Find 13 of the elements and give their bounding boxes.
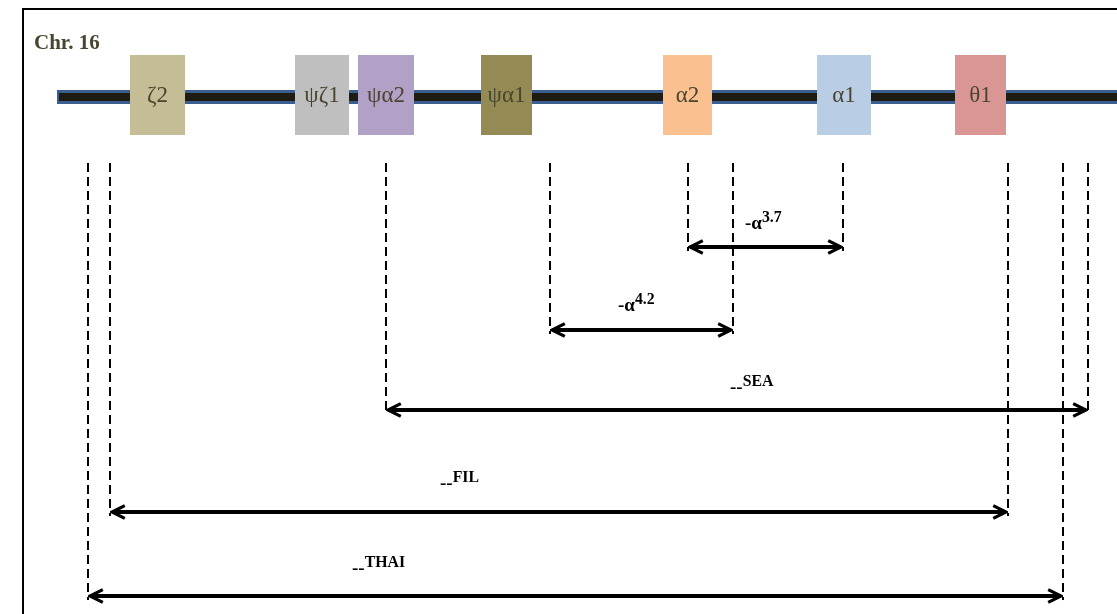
gene-box: ψα2	[358, 55, 414, 135]
gene-box: ψα1	[481, 55, 532, 135]
chromosome-label: Chr. 16	[34, 30, 100, 55]
deletion-label: --$^{SEA}$	[730, 372, 774, 399]
gene-box: α2	[663, 55, 712, 135]
deletion-label: -α$^{3.7}$	[745, 208, 782, 235]
deletion-label: -α$^{4.2}$	[618, 290, 655, 317]
gene-box: ζ2	[130, 55, 185, 135]
gene-box: ψζ1	[295, 55, 349, 135]
gene-box: θ1	[955, 55, 1006, 135]
deletion-label: --$^{THAI}$	[352, 553, 406, 580]
gene-box: α1	[817, 55, 871, 135]
deletion-label: --$^{FIL}$	[440, 468, 480, 495]
